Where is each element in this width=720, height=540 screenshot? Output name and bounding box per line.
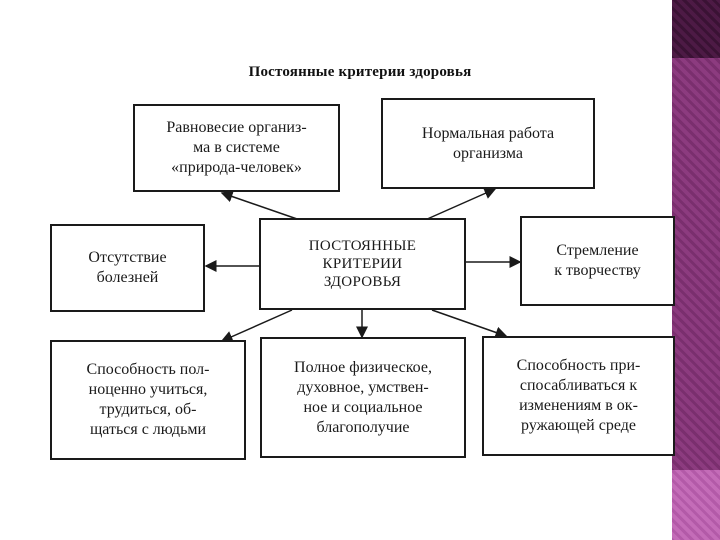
connector-lines (204, 187, 522, 343)
arrow-to-top-left (220, 190, 301, 221)
box-top-right: Нормальная работа организма (381, 98, 595, 189)
box-mid-right: Стремление к творчеству (520, 216, 675, 306)
box-center-constant-criteria: ПОСТОЯННЫЕ КРИТЕРИИ ЗДОРОВЬЯ (259, 218, 466, 310)
box-bottom-center: Полное физическое, духовное, умствен- но… (260, 337, 466, 458)
diagram-title: Постоянные критерии здоровья (248, 64, 472, 80)
box-bottom-right: Способность при- спосабливаться к измене… (482, 336, 675, 456)
arrow-to-bottom-right (431, 309, 508, 339)
arrow-to-bottom-left (220, 309, 293, 343)
arrow-to-top-right (424, 187, 497, 221)
box-mid-left: Отсутствие болезней (50, 224, 205, 312)
box-top-left: Равновесие организ- ма в системе «природ… (133, 104, 340, 192)
box-bottom-left: Способность пол- ноценно учиться, трудит… (50, 340, 246, 460)
